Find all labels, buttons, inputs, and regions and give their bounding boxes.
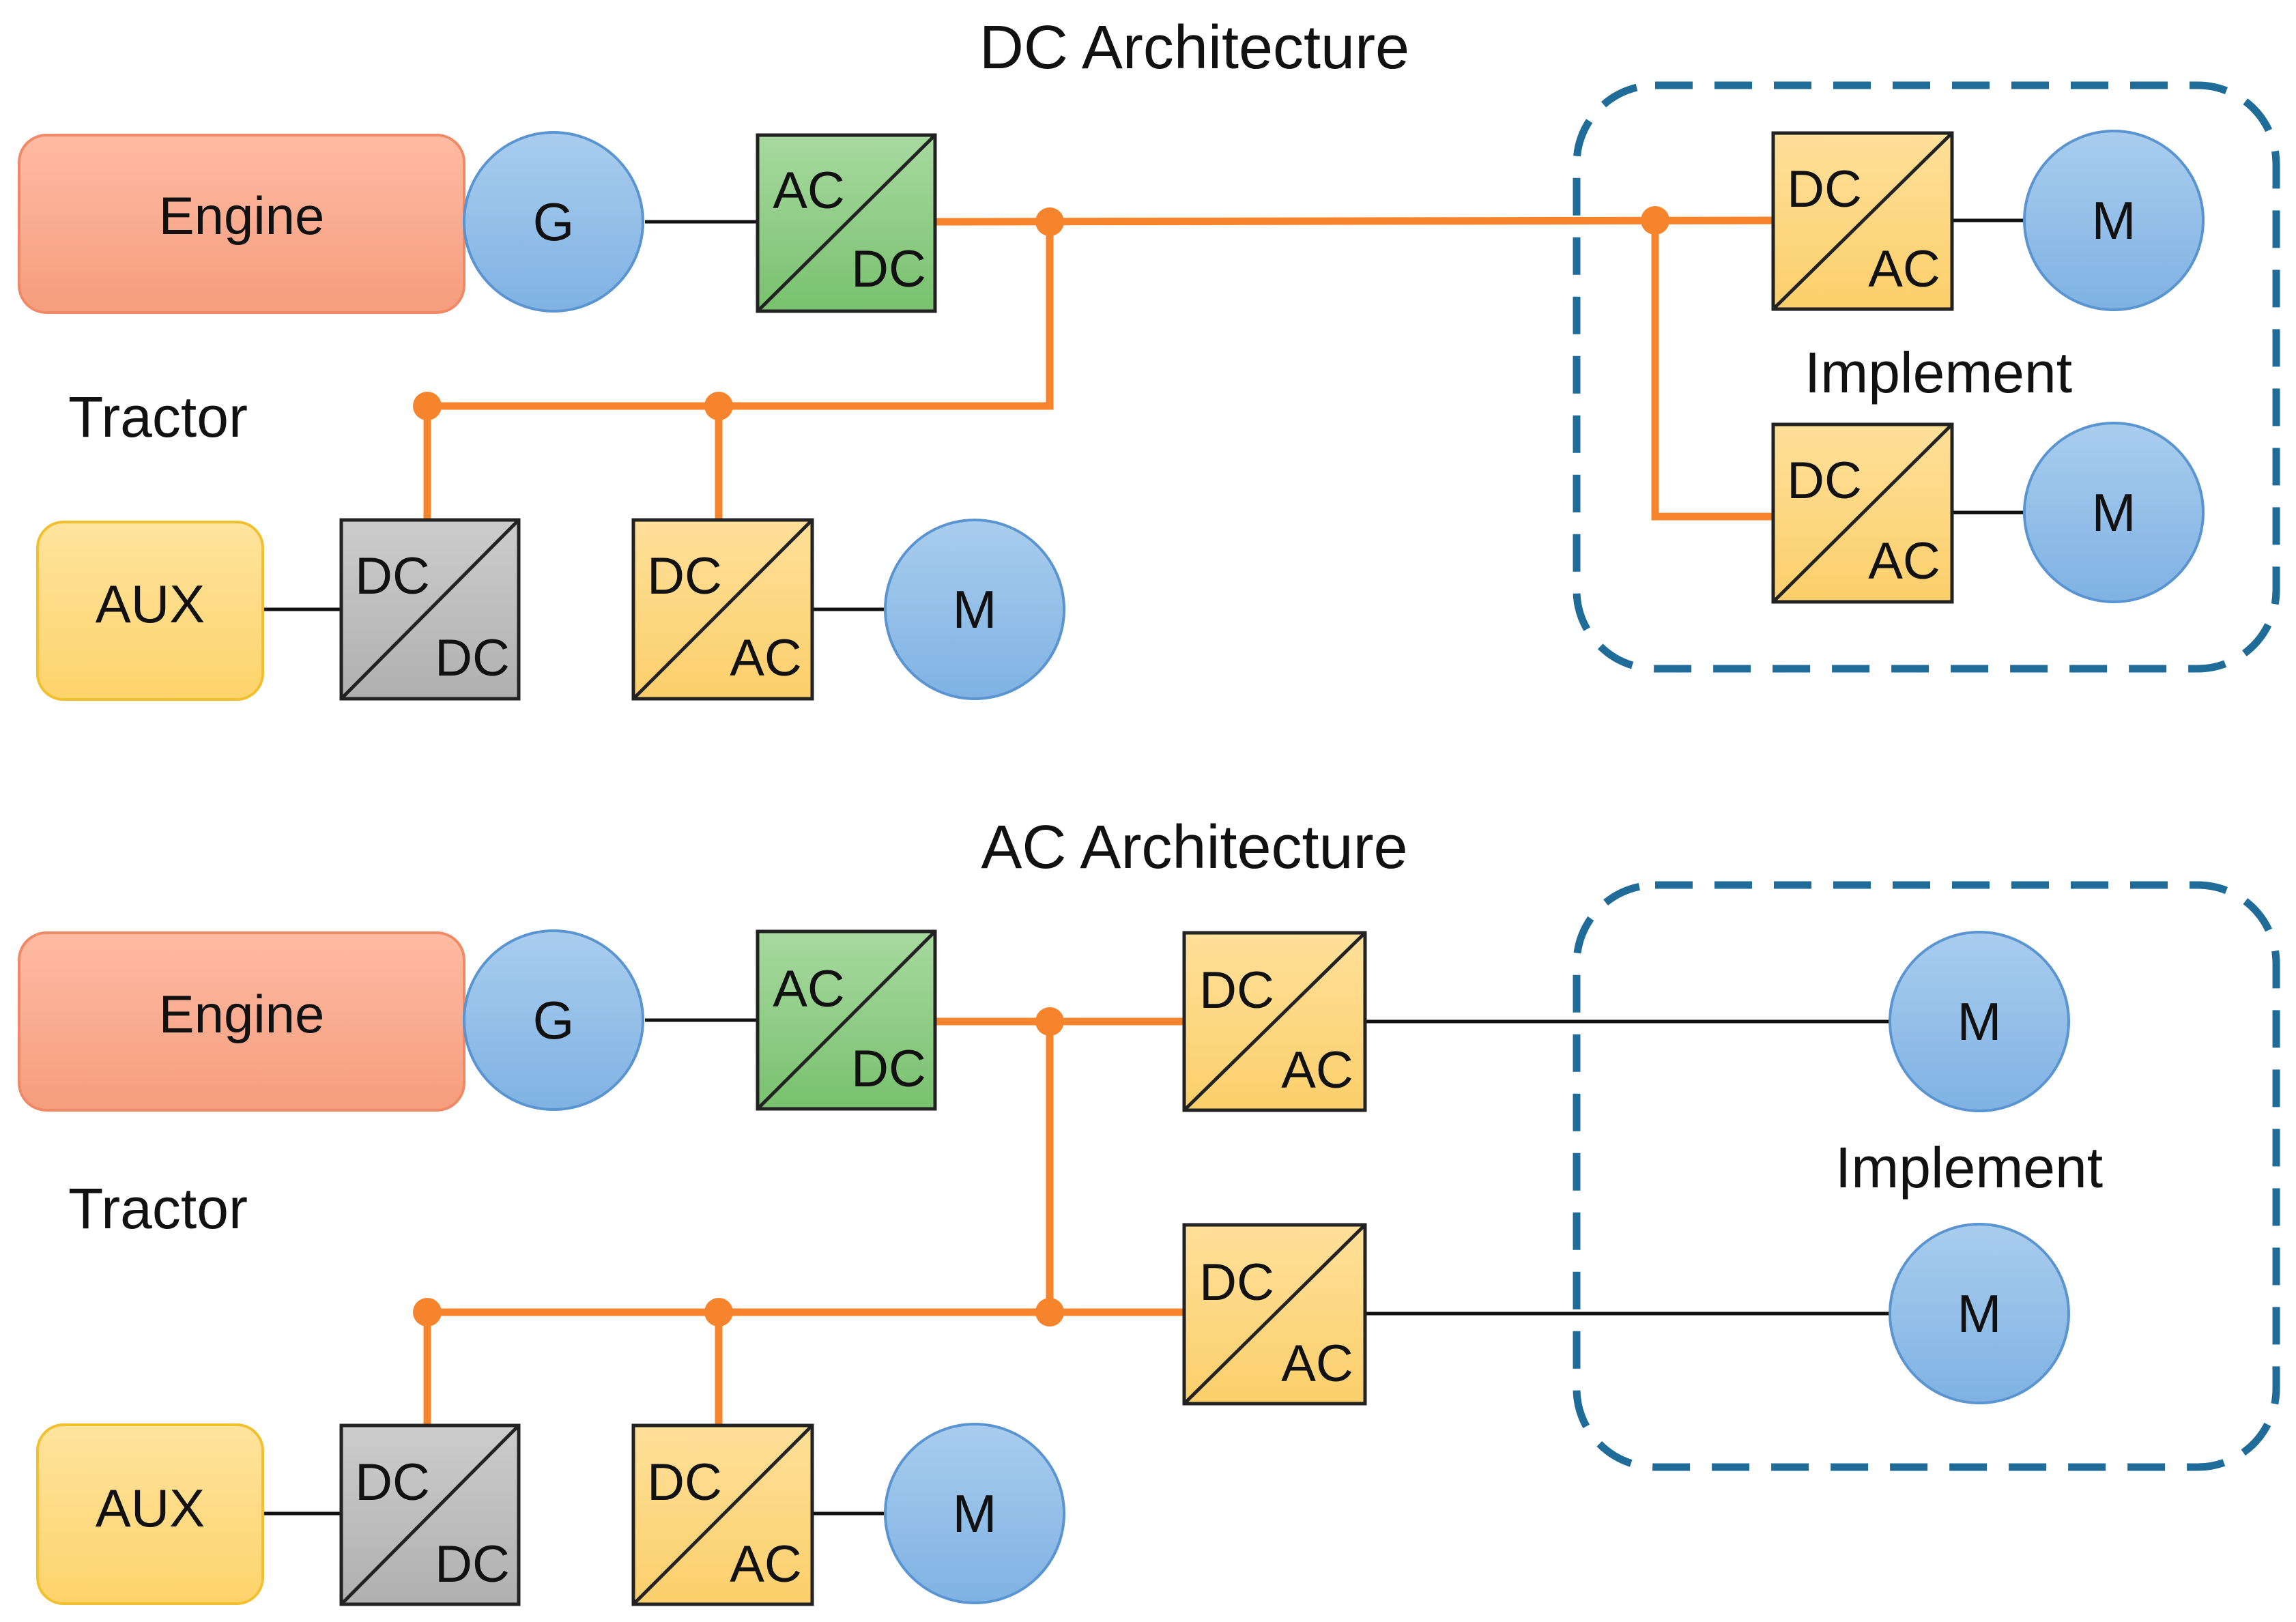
- ac-tractor-inverter: DC AC: [631, 1423, 814, 1606]
- dc-implement-inverter-2-input-label: DC: [1787, 452, 1862, 510]
- dc-tractor-label: Tractor: [68, 385, 248, 449]
- ac-dcdc-input-label: DC: [355, 1453, 430, 1511]
- ac-implement-motor-2-label: M: [1957, 1284, 2002, 1344]
- dc-implement-label: Implement: [1805, 341, 2072, 405]
- dc-rectifier-input-label: AC: [773, 162, 845, 220]
- dc-tractor-inverter-divider: [632, 519, 814, 700]
- dc-implement-inverter-1: DC AC: [1771, 131, 1954, 311]
- dc-tractor-inverter-input-label: DC: [647, 547, 722, 605]
- ac-tractor-inverter-output-label: AC: [730, 1535, 802, 1593]
- dc-aux-box: [36, 521, 264, 701]
- ac-architecture-title: AC Architecture: [981, 813, 1407, 882]
- ac-dcdc-converter: DC DC: [339, 1423, 521, 1606]
- dc-architecture-title: DC Architecture: [979, 14, 1409, 82]
- dc-implement-inverter-1-divider: [1772, 132, 1953, 310]
- ac-feeder-inverter-1-input-label: DC: [1199, 961, 1274, 1019]
- dc-aux: AUX: [36, 521, 264, 701]
- dc-main-bus: [934, 216, 1774, 226]
- dc-implement-inverter-2-divider: [1772, 423, 1953, 603]
- dc-tractor-inverter-output-label: AC: [730, 629, 802, 687]
- dc-bus-junction-implement: [1641, 206, 1669, 235]
- dc-implement-branch-bus: [1651, 220, 1773, 521]
- dc-rectifier: AC DC: [756, 133, 937, 313]
- dc-tractor-inverter: DC AC: [631, 518, 814, 701]
- ac-dcdc-output-label: DC: [435, 1535, 510, 1593]
- dc-generator-circle: [463, 131, 644, 313]
- ac-feeder-inverter-1-output-label: AC: [1281, 1041, 1353, 1099]
- dc-generator-label: G: [533, 192, 575, 252]
- dc-bus-junction-inverter: [704, 392, 733, 420]
- ac-tractor-motor: M: [884, 1423, 1065, 1604]
- ac-implement-motor-1: M: [1889, 931, 2070, 1112]
- dc-dcdc-converter: DC DC: [339, 518, 521, 701]
- ac-engine-label: Engine: [159, 984, 325, 1044]
- ac-engine: Engine: [18, 931, 465, 1112]
- ac-generator: G: [463, 929, 644, 1111]
- dc-rectifier-divider: [756, 134, 936, 313]
- dc-dcdc-output-label: DC: [435, 629, 510, 687]
- dc-engine: Engine: [18, 134, 465, 314]
- ac-rectifier-output-label: DC: [851, 1040, 926, 1098]
- ac-implement-label: Implement: [1835, 1135, 2103, 1200]
- ac-generator-label: G: [533, 990, 575, 1050]
- ac-implement-motor-1-circle: [1889, 931, 2070, 1112]
- dc-aux-label: AUX: [96, 574, 205, 634]
- dc-implement-motor-1: M: [2023, 130, 2205, 311]
- dc-implement-frame: [1573, 81, 2280, 673]
- ac-feeder-inverter-1-divider: [1183, 931, 1366, 1112]
- dc-tractor-motor-label: M: [953, 579, 997, 639]
- ac-feeder-inverter-2-output-label: AC: [1281, 1335, 1353, 1393]
- dc-implement-inverter-1-input-label: DC: [1787, 160, 1862, 218]
- ac-implement-motor-1-label: M: [1957, 991, 2002, 1052]
- ac-rectifier-divider: [756, 930, 936, 1110]
- ac-implement-frame: [1573, 881, 2280, 1471]
- dc-dcdc-input-label: DC: [355, 547, 430, 605]
- dc-implement-inverter-2-output-label: AC: [1868, 532, 1940, 590]
- ac-implement-motor-2-circle: [1889, 1223, 2070, 1404]
- ac-tractor-inverter-divider: [632, 1424, 814, 1606]
- dc-implement-motor-2-circle: [2023, 422, 2205, 603]
- dc-tractor-motor-circle: [884, 519, 1065, 700]
- ac-tractor-motor-circle: [884, 1423, 1065, 1604]
- ac-implement-motor-2: M: [1889, 1223, 2070, 1404]
- dc-engine-label: Engine: [159, 186, 325, 246]
- dc-bus-junction-main: [1035, 207, 1064, 236]
- ac-bus-junction-inverter: [704, 1298, 733, 1327]
- dc-implement-motor-2-label: M: [2092, 482, 2136, 542]
- ac-tractor-inverter-input-label: DC: [647, 1453, 722, 1511]
- ac-dcdc-divider: [340, 1424, 520, 1606]
- dc-generator: G: [463, 131, 644, 313]
- ac-bus: [413, 1007, 1184, 1424]
- dc-rectifier-output-label: DC: [851, 240, 926, 298]
- dc-bus-junction-dcdc: [413, 392, 442, 420]
- ac-tractor-motor-label: M: [953, 1483, 997, 1544]
- dc-tractor-branch-bus: [423, 222, 1054, 519]
- dc-tractor-motor: M: [884, 519, 1065, 700]
- dc-implement-motor-2: M: [2023, 422, 2205, 603]
- dc-bus: [413, 206, 1774, 521]
- ac-rectifier-input-label: AC: [773, 960, 845, 1018]
- dc-architecture: DC Architecture Tractor Implement Engine: [18, 14, 2280, 701]
- ac-feeder-inverter-1: DC AC: [1182, 931, 1367, 1112]
- ac-aux-box: [36, 1423, 264, 1605]
- ac-aux: AUX: [36, 1423, 264, 1605]
- ac-feeder-inverter-2-divider: [1183, 1223, 1366, 1405]
- dc-dcdc-divider: [340, 519, 520, 700]
- ac-bus-junction-top: [1035, 1007, 1064, 1036]
- ac-feeder-inverter-2-input-label: DC: [1199, 1254, 1274, 1312]
- dc-implement-inverter-2: DC AC: [1771, 422, 1954, 604]
- dc-implement-inverter-1-output-label: AC: [1868, 240, 1940, 298]
- ac-architecture: AC Architecture Tractor Implement Engine: [18, 813, 2280, 1606]
- ac-tractor-label: Tractor: [68, 1176, 248, 1241]
- ac-bus-junction-bottom: [1035, 1298, 1064, 1327]
- ac-lower-bus: [423, 1308, 1184, 1424]
- ac-rectifier: AC DC: [756, 929, 937, 1111]
- ac-feeder-inverter-2: DC AC: [1182, 1223, 1367, 1406]
- ac-generator-circle: [463, 929, 644, 1111]
- ac-bus-junction-dcdc: [413, 1298, 442, 1327]
- ac-aux-label: AUX: [96, 1478, 205, 1538]
- dc-implement-motor-1-label: M: [2092, 190, 2136, 250]
- dc-implement-motor-1-circle: [2023, 130, 2205, 311]
